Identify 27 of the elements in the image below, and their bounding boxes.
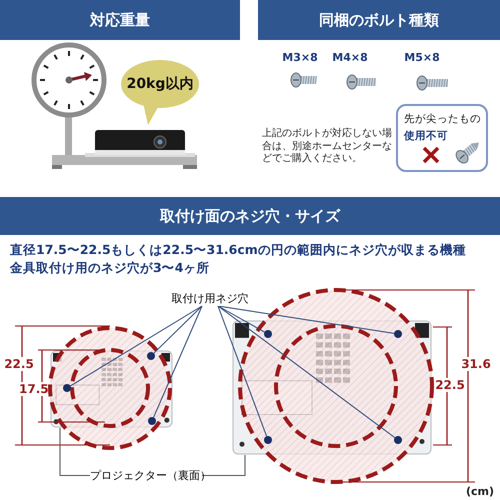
description-text: 金具取付け用のネジ穴が3〜4ヶ所 — [10, 260, 210, 277]
leader-line — [218, 306, 395, 334]
dimension-label: 22.5 — [3, 357, 35, 371]
leader-line — [218, 306, 268, 437]
dimension-label: 22.5 — [435, 378, 465, 392]
leader-line — [60, 428, 90, 476]
bolt-size-label: M3×8 — [281, 51, 319, 64]
leader-line — [218, 306, 396, 438]
description-text: 直径17.5〜22.5もしくは22.5〜31.6cmの円の範囲内にネジ穴が収まる機種 — [10, 242, 467, 259]
note-text: 上記のボルトが対応しない場合は、別途ホームセンターなどでご購入ください。 — [262, 128, 393, 166]
weight-limit-text: 20kg以内 — [126, 75, 194, 93]
note-text: 先が尖ったもの — [404, 112, 481, 126]
warning-card — [396, 104, 488, 172]
bolt-size-label: M5×8 — [403, 51, 441, 64]
leader-line — [153, 306, 202, 418]
leader-line — [153, 306, 202, 354]
unit-label: (cm) — [466, 485, 496, 498]
leader-line — [218, 306, 265, 333]
leader-line — [70, 306, 202, 386]
leader-line — [202, 454, 246, 476]
callout-text: プロジェクター（裏面） — [90, 468, 202, 483]
dimension-label: 17.5 — [19, 382, 47, 396]
bolt-size-label: M4×8 — [331, 51, 369, 64]
prohibition-text: 使用不可 — [404, 129, 448, 143]
section-header: 取付け面のネジ穴・サイズ — [0, 197, 500, 235]
section-header: 同梱のボルト種類 — [258, 0, 500, 40]
section-header: 対応重量 — [0, 0, 240, 40]
